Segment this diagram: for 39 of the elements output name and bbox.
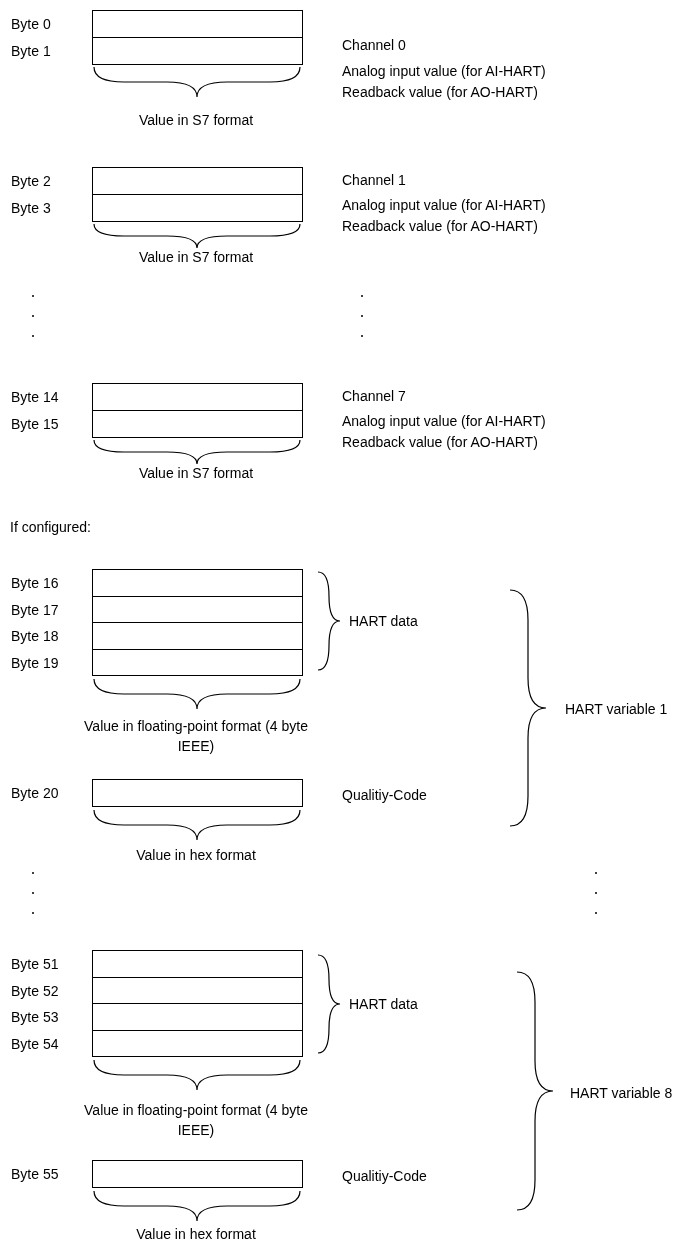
brace-caption: HART variable 8 [570,1084,673,1103]
byte-label: Byte 1 [11,43,51,59]
brace-caption: Value in S7 format [137,111,255,130]
brace-caption: Value in hex format [135,846,257,865]
channel-label: Channel 7 [342,387,406,406]
note-text: If configured: [10,518,91,537]
byte-label: Byte 0 [11,16,51,32]
byte-label: Byte 15 [11,416,59,432]
byte-label: Byte 54 [11,1035,59,1052]
byte-label: Byte 52 [11,982,59,999]
description-text: Qualitiy-Code [342,786,427,805]
byte-label: Byte 18 [11,628,59,644]
byte-label: Byte 2 [11,173,51,189]
description-text: Analog input value (for AI-HART) [342,62,546,81]
channel-label: Channel 0 [342,36,406,55]
byte-label: Byte 16 [11,575,59,591]
brace-caption: HART variable 1 [565,700,668,719]
byte-label: Byte 17 [11,601,59,618]
byte-label: Byte 3 [11,200,51,216]
byte-label: Byte 53 [11,1009,59,1025]
brace-caption: Value in floating-point format (4 byte IEEE) [83,1101,309,1140]
channel-label: Channel 1 [342,171,406,190]
byte-label: Byte 14 [11,389,59,405]
description-text: Qualitiy-Code [342,1167,427,1186]
byte-label: Byte 51 [11,956,59,972]
byte-label: Byte 19 [11,654,59,671]
brace-caption: Value in hex format [135,1225,257,1244]
description-text: Readback value (for AO-HART) [342,433,538,452]
description-text: Readback value (for AO-HART) [342,217,538,236]
brace-caption: Value in S7 format [137,248,255,267]
brace-caption: HART data [349,995,418,1014]
byte-label: Byte 20 [11,785,59,801]
description-text: Analog input value (for AI-HART) [342,412,546,431]
brace-caption: HART data [349,612,418,631]
description-text: Readback value (for AO-HART) [342,83,538,102]
brace-caption: Value in floating-point format (4 byte IEEE) [83,717,309,756]
brace-caption: Value in S7 format [137,464,255,483]
description-text: Analog input value (for AI-HART) [342,196,546,215]
byte-label: Byte 55 [11,1166,59,1182]
